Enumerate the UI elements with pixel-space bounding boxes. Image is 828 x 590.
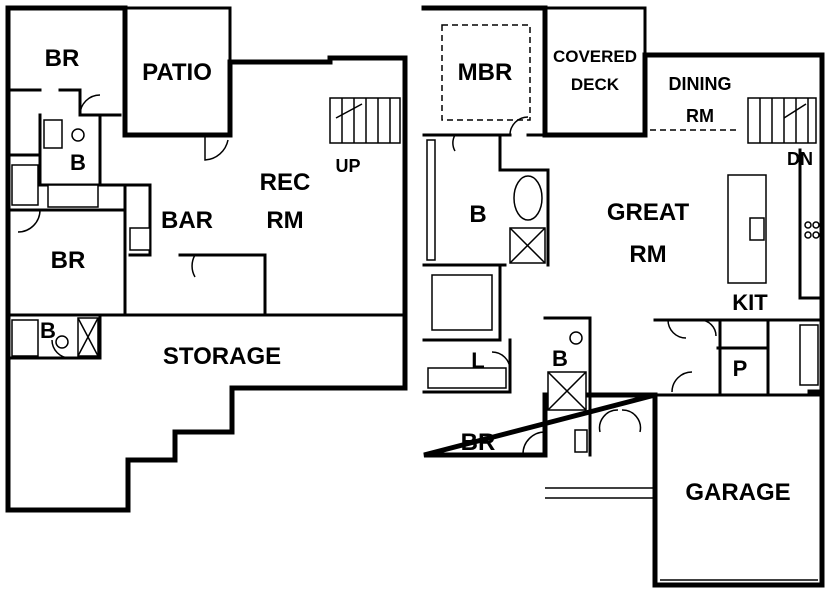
deck-wall xyxy=(543,6,647,57)
master-closet-wall xyxy=(422,263,502,342)
bath-lower-toilet xyxy=(55,335,69,349)
door-bedroom-bottom xyxy=(17,209,41,233)
patio-wall xyxy=(123,6,232,64)
garage-label: GARAGE xyxy=(685,479,790,506)
range-burner xyxy=(804,221,812,229)
lower-stair xyxy=(329,97,401,144)
pantry-label: P xyxy=(733,356,748,381)
lower-level-exterior-wall xyxy=(5,5,408,513)
mbr-label: MBR xyxy=(458,59,513,86)
closet-shelf xyxy=(11,164,39,206)
bath-lower-vanity xyxy=(11,319,39,357)
bar-counter xyxy=(129,227,151,251)
lower-bath-upper-label: B xyxy=(70,150,86,175)
hall-bath-toilet xyxy=(569,331,583,345)
master-bath-label: B xyxy=(469,201,486,228)
lower-bath-lower-label: B xyxy=(40,318,56,343)
kitchen-sink xyxy=(749,217,765,241)
door-mbr xyxy=(509,116,529,136)
main-bedroom-label: BR xyxy=(461,429,496,456)
lower-bedroom-top-label: BR xyxy=(45,45,80,72)
great-room-label-line2: RM xyxy=(629,241,666,268)
master-bath-tub xyxy=(513,175,543,221)
bath-upper-toilet xyxy=(71,128,85,142)
door-bedroom-top xyxy=(79,94,101,116)
bath-lower-wall xyxy=(6,313,102,360)
mbr-tray-ceiling xyxy=(441,24,531,121)
mudroom-bench xyxy=(799,324,819,386)
stair-up-label: UP xyxy=(335,156,360,176)
storage-label: STORAGE xyxy=(163,343,281,370)
hall-bath-label: B xyxy=(552,346,568,371)
shower-x xyxy=(77,317,99,357)
bath-upper-vanity xyxy=(43,119,63,149)
master-closet-shelf xyxy=(431,274,493,331)
door-bath-lower xyxy=(51,339,71,359)
dining-label-line1: DINING xyxy=(669,74,732,94)
master-bath-wall xyxy=(422,133,550,267)
range-burner-4 xyxy=(812,231,820,239)
range-burner-2 xyxy=(812,221,820,229)
hall-bath-vanity xyxy=(574,429,588,453)
laundry-label: L xyxy=(471,348,484,373)
door-garage xyxy=(671,371,693,393)
stair-down-label: DN xyxy=(787,149,813,169)
covered-deck-label-line1: COVERED xyxy=(553,47,637,66)
main-level-plan: MBR COVERED DECK DINING RM DN B GREAT RM… xyxy=(421,5,825,588)
kitchen-label: KIT xyxy=(732,290,768,315)
bar-label: BAR xyxy=(161,207,213,234)
driveway-line xyxy=(545,487,655,499)
kitchen-counter xyxy=(798,148,824,300)
door-patio xyxy=(204,135,229,161)
door-storage xyxy=(191,254,196,278)
kitchen-island xyxy=(727,174,767,284)
shower-x-hall xyxy=(547,371,587,411)
door-garage-entry xyxy=(598,409,642,433)
door-master-bath xyxy=(452,134,456,152)
rec-room-label-line1: REC xyxy=(260,169,311,196)
bedroom-top-wall xyxy=(6,88,122,117)
great-room-label-line1: GREAT xyxy=(607,199,690,226)
laundry-wall xyxy=(422,338,512,394)
lower-level-plan: BR PATIO B BAR REC RM UP BR B STORAGE xyxy=(5,5,408,513)
patio-label: PATIO xyxy=(142,59,212,86)
main-stair xyxy=(747,97,817,144)
covered-deck-label-line2: DECK xyxy=(571,75,620,94)
door-mudroom xyxy=(699,319,717,337)
rec-room-label-line2: RM xyxy=(266,207,303,234)
door-bedroom xyxy=(522,431,546,455)
dining-label-line2: RM xyxy=(686,106,714,126)
lower-bedroom-bottom-label: BR xyxy=(51,247,86,274)
bath-upper-tub xyxy=(47,184,99,208)
bar-wall xyxy=(123,183,407,317)
laundry-counter xyxy=(427,367,507,389)
shower-x-main xyxy=(509,227,546,264)
door-pantry xyxy=(667,319,687,339)
master-bath-vanity xyxy=(426,139,436,261)
range-burner-3 xyxy=(804,231,812,239)
door-laundry xyxy=(491,351,511,371)
